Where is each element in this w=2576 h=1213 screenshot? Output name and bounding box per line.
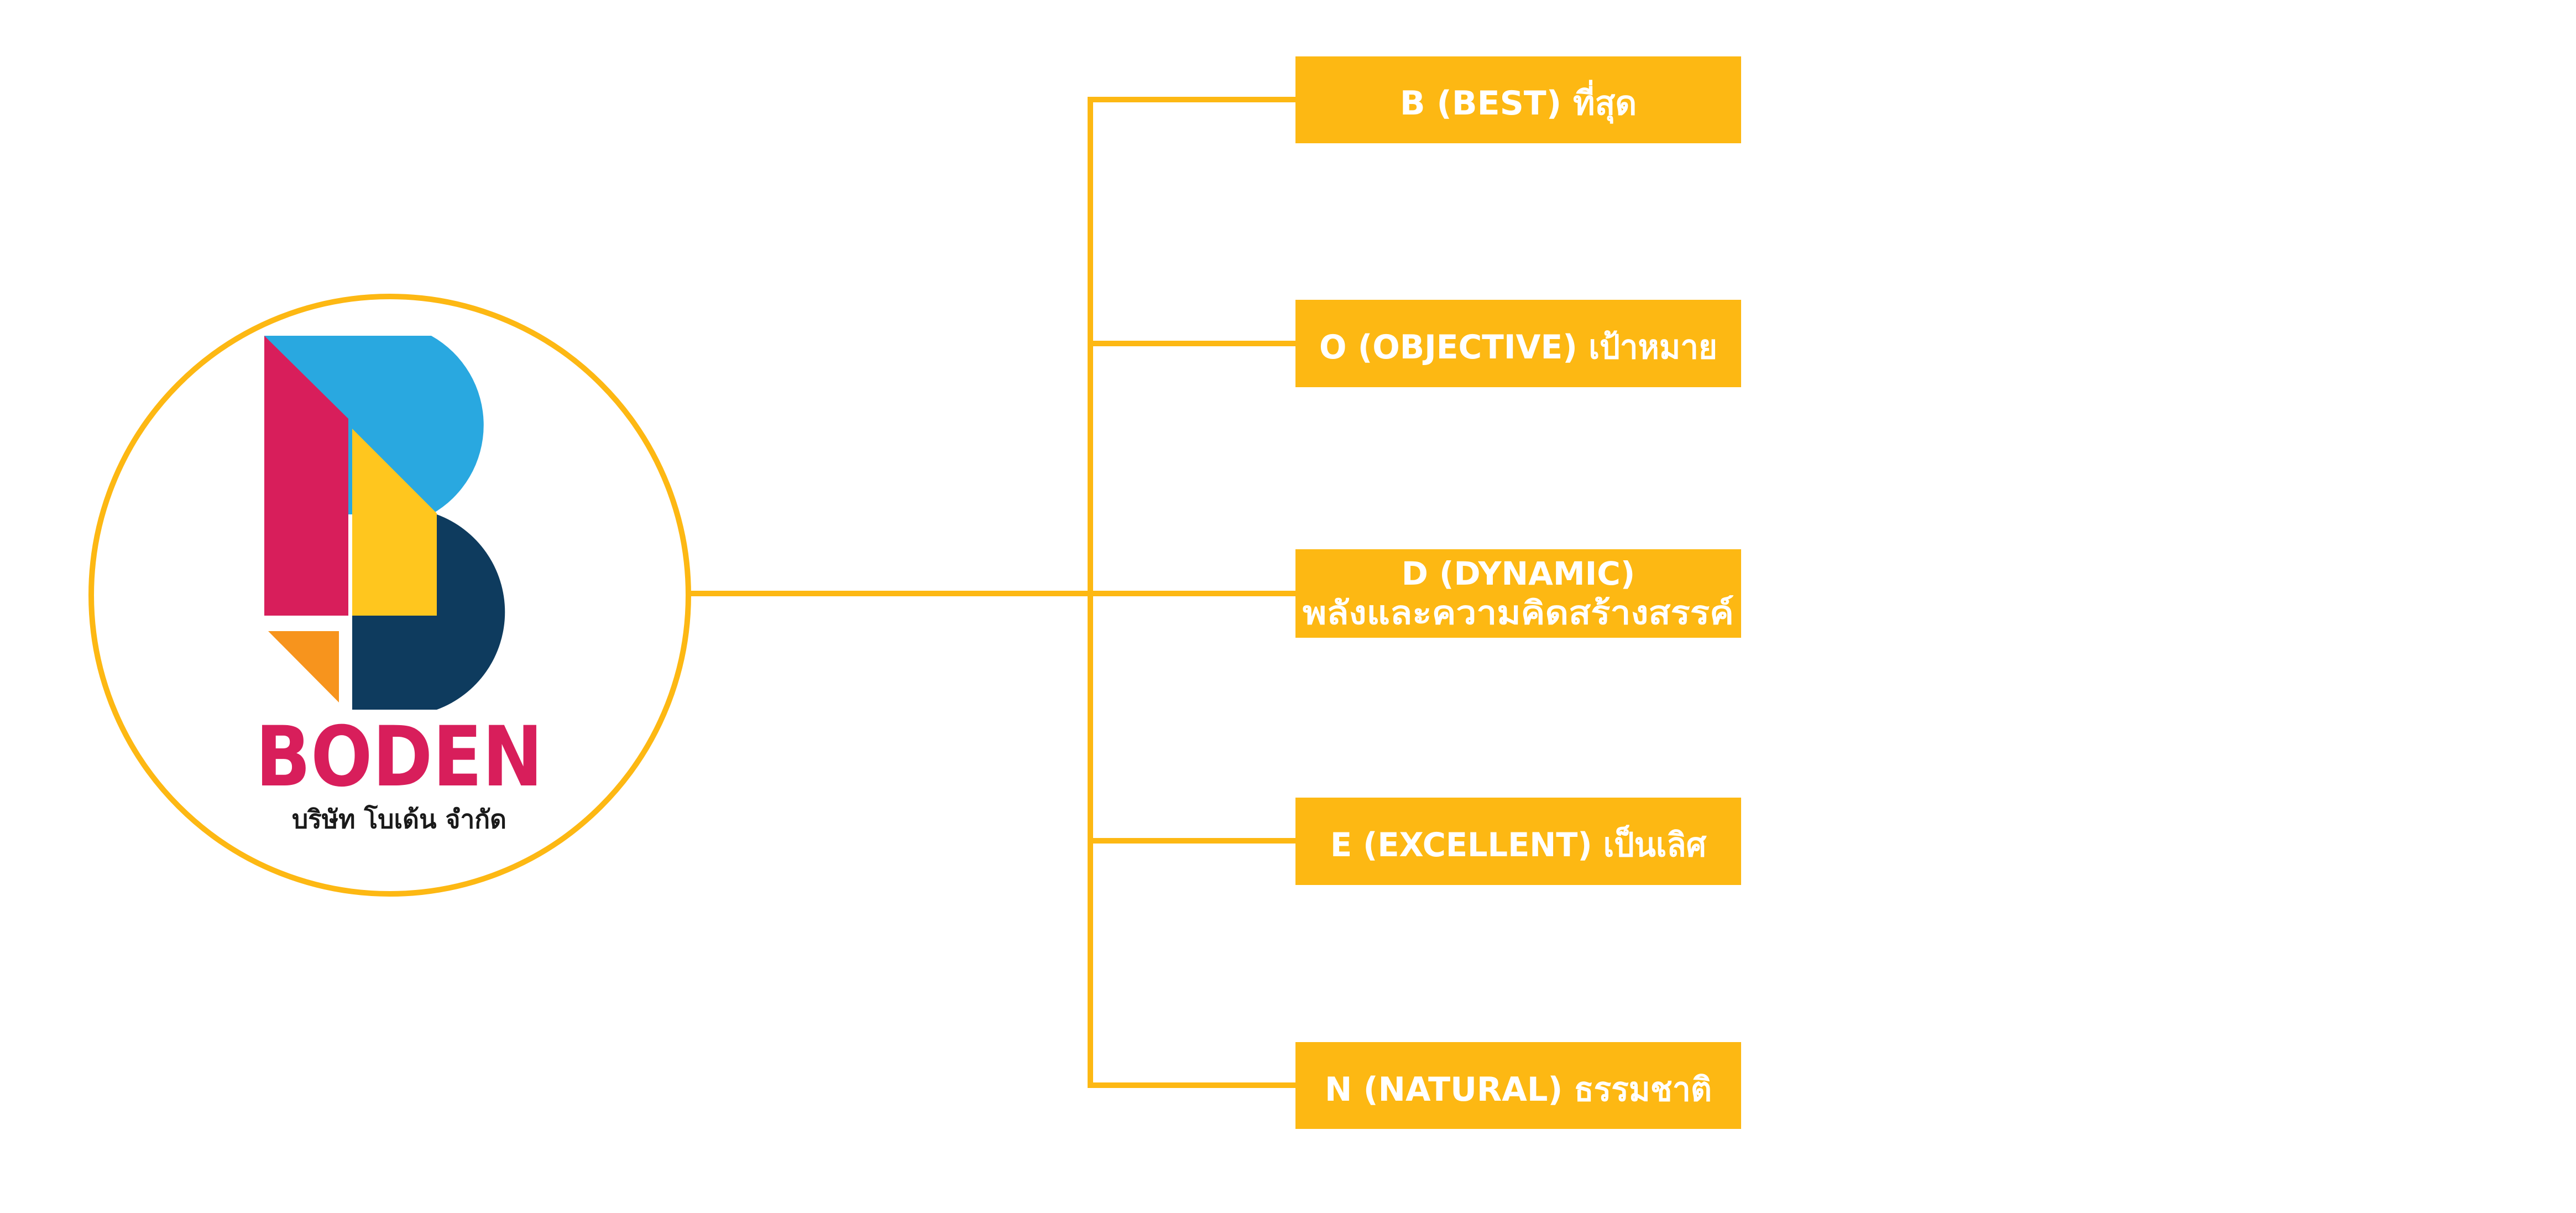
- logo-pink-shape: [264, 336, 348, 616]
- value-box-n: N (NATURAL) ธรรมชาติ: [1295, 1042, 1741, 1129]
- value-box-b-bg: [1295, 56, 1741, 143]
- value-box-d-label-line1: D (DYNAMIC): [1402, 555, 1636, 592]
- value-box-o-label: O (OBJECTIVE) เป้าหมาย: [1319, 328, 1717, 367]
- logo-orange-shape: [268, 631, 339, 702]
- logo-blue-shape: [264, 336, 484, 514]
- brand-wordmark: BODEN: [255, 709, 543, 805]
- value-box-n-label: N (NATURAL) ธรรมชาติ: [1325, 1070, 1712, 1109]
- logo-group: BODEN บริษัท โบเด้น จำกัด: [88, 294, 691, 897]
- value-box-e: E (EXCELLENT) เป็นเลิศ: [1295, 798, 1741, 885]
- boden-logo-mark-icon: [264, 336, 505, 710]
- value-box-d-label-line2: พลังและความคิดสร้างสรรค์: [1303, 594, 1734, 632]
- value-box-b-label: B (BEST) ที่สุด: [1400, 80, 1637, 124]
- value-box-e-label: E (EXCELLENT) เป็นเลิศ: [1330, 825, 1707, 865]
- value-box-n-bg: [1295, 1042, 1741, 1129]
- value-box-b: B (BEST) ที่สุด: [1295, 56, 1741, 143]
- value-box-e-bg: [1295, 798, 1741, 885]
- value-box-d: D (DYNAMIC) พลังและความคิดสร้างสรรค์: [1295, 549, 1741, 638]
- company-name: บริษัท โบเด้น จำกัด: [292, 804, 506, 834]
- value-box-o: O (OBJECTIVE) เป้าหมาย: [1295, 300, 1741, 387]
- value-box-d-bg: [1295, 549, 1741, 638]
- connector-lines: [686, 97, 1299, 1088]
- value-box-o-bg: [1295, 300, 1741, 387]
- logo-yellow-shape: [352, 429, 437, 616]
